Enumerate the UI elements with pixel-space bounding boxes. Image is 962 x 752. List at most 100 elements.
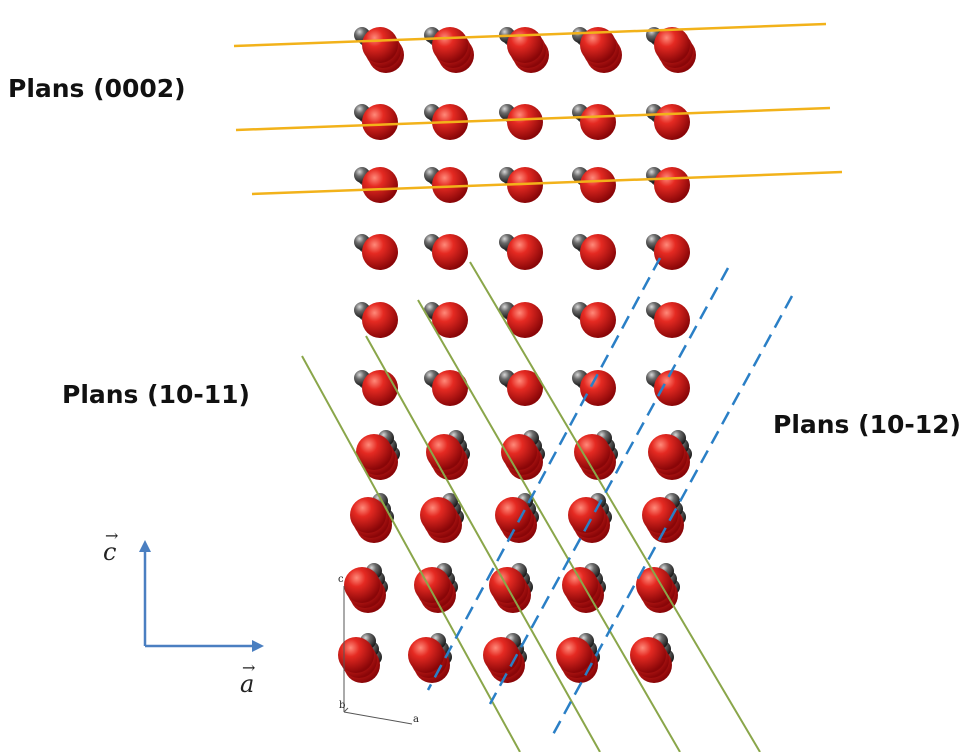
cell-axis-a: a [413, 714, 419, 725]
oxygen-atom [350, 497, 386, 533]
oxygen-atom [362, 27, 398, 63]
oxygen-atom [636, 567, 672, 603]
molecule [636, 563, 680, 613]
oxygen-atom [580, 234, 616, 270]
oxygen-atom [654, 104, 690, 140]
vector-a-label: → a [240, 658, 255, 698]
oxygen-atom [580, 370, 616, 406]
vector-c-label: → c [103, 526, 118, 566]
oxygen-atom [648, 434, 684, 470]
oxygen-atom [420, 497, 456, 533]
molecule [354, 370, 398, 406]
vector-arrow-icon: → [242, 658, 256, 677]
molecule [646, 167, 690, 203]
molecule [574, 430, 618, 480]
molecule [408, 633, 452, 683]
atom-lattice [338, 27, 696, 683]
oxygen-atom [432, 27, 468, 63]
oxygen-atom [507, 370, 543, 406]
oxygen-atom [654, 234, 690, 270]
plane-0002-line [235, 106, 831, 132]
oxygen-atom [580, 302, 616, 338]
molecule [646, 104, 690, 140]
oxygen-atom [654, 370, 690, 406]
molecule [426, 430, 470, 480]
a-axis-arrowhead [252, 640, 264, 652]
plane-1012-line [548, 295, 794, 741]
molecule [646, 370, 690, 406]
oxygen-atom [414, 567, 450, 603]
molecule [338, 633, 382, 683]
vector-arrow-icon: → [105, 526, 119, 545]
molecule [572, 234, 616, 270]
planes-1012-label: Plans (10-12) [773, 410, 961, 439]
molecule [344, 563, 388, 613]
molecule [424, 27, 474, 73]
oxygen-atom [338, 637, 374, 673]
oxygen-atom [362, 104, 398, 140]
oxygen-atom [507, 302, 543, 338]
molecule [414, 563, 458, 613]
oxygen-atom [362, 302, 398, 338]
molecule [354, 27, 404, 73]
molecule [648, 430, 692, 480]
plane-1012-line [426, 257, 662, 691]
oxygen-atom [654, 302, 690, 338]
oxygen-atom [432, 302, 468, 338]
oxygen-atom [642, 497, 678, 533]
molecule [424, 104, 468, 140]
molecule [424, 234, 468, 270]
molecule [646, 234, 690, 270]
cell-axis-c: c [338, 574, 344, 585]
molecule [354, 302, 398, 338]
molecule [572, 370, 616, 406]
oxygen-atom [580, 104, 616, 140]
molecule [356, 430, 400, 480]
molecule [572, 104, 616, 140]
molecule [642, 493, 686, 543]
oxygen-atom [501, 434, 537, 470]
plane-1011-line [365, 335, 601, 752]
molecule [499, 370, 543, 406]
molecule [424, 167, 468, 203]
molecule [350, 493, 394, 543]
plane-lines [233, 22, 843, 752]
plane-1011-line [469, 261, 761, 752]
oxygen-atom [507, 234, 543, 270]
cell-axis-b: b [339, 700, 345, 711]
planes-1011-label: Plans (10-11) [62, 380, 250, 409]
molecule [354, 234, 398, 270]
molecule [572, 167, 616, 203]
oxygen-atom [580, 167, 616, 203]
oxygen-atom [344, 567, 380, 603]
oxygen-atom [362, 370, 398, 406]
molecule [424, 370, 468, 406]
oxygen-atom [574, 434, 610, 470]
oxygen-atom [408, 637, 444, 673]
molecule [646, 27, 696, 73]
molecule [572, 302, 616, 338]
oxygen-atom [356, 434, 392, 470]
unit-cell-axes: c b a [338, 574, 419, 725]
plane-1011-line [417, 299, 681, 752]
plane-1011-line [301, 355, 521, 752]
oxygen-atom [432, 167, 468, 203]
oxygen-atom [362, 167, 398, 203]
oxygen-atom [507, 27, 543, 63]
oxygen-atom [426, 434, 462, 470]
molecule [499, 302, 543, 338]
molecule [424, 302, 468, 338]
oxygen-atom [568, 497, 604, 533]
molecule [646, 302, 690, 338]
molecule [556, 633, 600, 683]
oxygen-atom [654, 167, 690, 203]
molecule [499, 104, 543, 140]
oxygen-atom [580, 27, 616, 63]
molecule [630, 633, 674, 683]
vector-c-text: c [103, 538, 117, 566]
c-axis-arrowhead [139, 540, 151, 552]
molecule [354, 167, 398, 203]
oxygen-atom [562, 567, 598, 603]
oxygen-atom [630, 637, 666, 673]
